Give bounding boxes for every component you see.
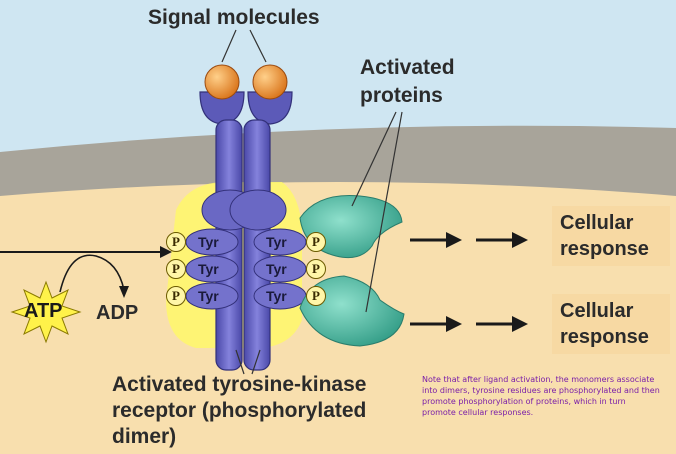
- atp-to-adp-arrow: [59, 254, 125, 293]
- signal-molecules-label: Signal molecules: [148, 6, 320, 29]
- activated-proteins-line2: proteins: [360, 84, 443, 107]
- pointer-line: [249, 29, 267, 63]
- tyr-label: Tyr: [198, 234, 219, 250]
- signal-molecule: [204, 64, 240, 100]
- tyr-label: Tyr: [198, 288, 219, 304]
- activated-protein-2: [299, 275, 405, 347]
- arrowhead: [446, 232, 462, 248]
- phosphate-icon: P: [306, 232, 326, 252]
- pointer-line: [251, 349, 261, 375]
- phosphate-icon: P: [166, 232, 186, 252]
- signal-molecule: [252, 64, 288, 100]
- pointer-line: [365, 111, 403, 313]
- receptor-label-line2: receptor (phosphorylated: [112, 399, 367, 422]
- explanatory-note: Note that after ligand activation, the m…: [422, 375, 660, 417]
- receptor-domain: [229, 189, 287, 231]
- pointer-line: [235, 349, 245, 375]
- adp-label: ADP: [96, 302, 139, 324]
- tyr-residue: [185, 228, 239, 256]
- tyr-residue: [185, 282, 239, 310]
- receptor-label-line1: Activated tyrosine-kinase: [112, 373, 367, 396]
- cellular-response-box-2: Cellular response: [552, 294, 670, 354]
- atp-label: ATP: [24, 300, 63, 322]
- cellular-response-1-line1: Cellular: [560, 212, 634, 234]
- arrowhead: [512, 232, 528, 248]
- arrowhead: [119, 286, 129, 298]
- phosphate-icon: P: [166, 259, 186, 279]
- receptor-label-line3: dimer): [112, 425, 177, 448]
- phosphate-icon: P: [306, 286, 326, 306]
- cellular-response-1-line2: response: [560, 238, 649, 260]
- atp-star-icon: [10, 280, 82, 344]
- cellular-response-2-line2: response: [560, 326, 649, 348]
- phosphate-icon: P: [306, 259, 326, 279]
- tyr-label: Tyr: [198, 261, 219, 277]
- plasma-membrane: [0, 125, 676, 200]
- activated-proteins-label: Activated proteins: [360, 54, 455, 110]
- receptor-binding-cup: [247, 91, 293, 125]
- cellular-response-2-line1: Cellular: [560, 300, 634, 322]
- pointer-line: [351, 111, 397, 207]
- pointer-line: [221, 29, 237, 63]
- tyr-label: Tyr: [266, 261, 287, 277]
- tyr-label: Tyr: [266, 234, 287, 250]
- arrowhead: [446, 316, 462, 332]
- activated-proteins-line1: Activated: [360, 56, 455, 79]
- phosphate-icon: P: [166, 286, 186, 306]
- cellular-response-box-1: Cellular response: [552, 206, 670, 266]
- tyr-residue: [185, 255, 239, 283]
- receptor-label: Activated tyrosine-kinase receptor (phos…: [112, 372, 366, 450]
- tyr-label: Tyr: [266, 288, 287, 304]
- arrowhead: [512, 316, 528, 332]
- arrowhead: [160, 246, 172, 258]
